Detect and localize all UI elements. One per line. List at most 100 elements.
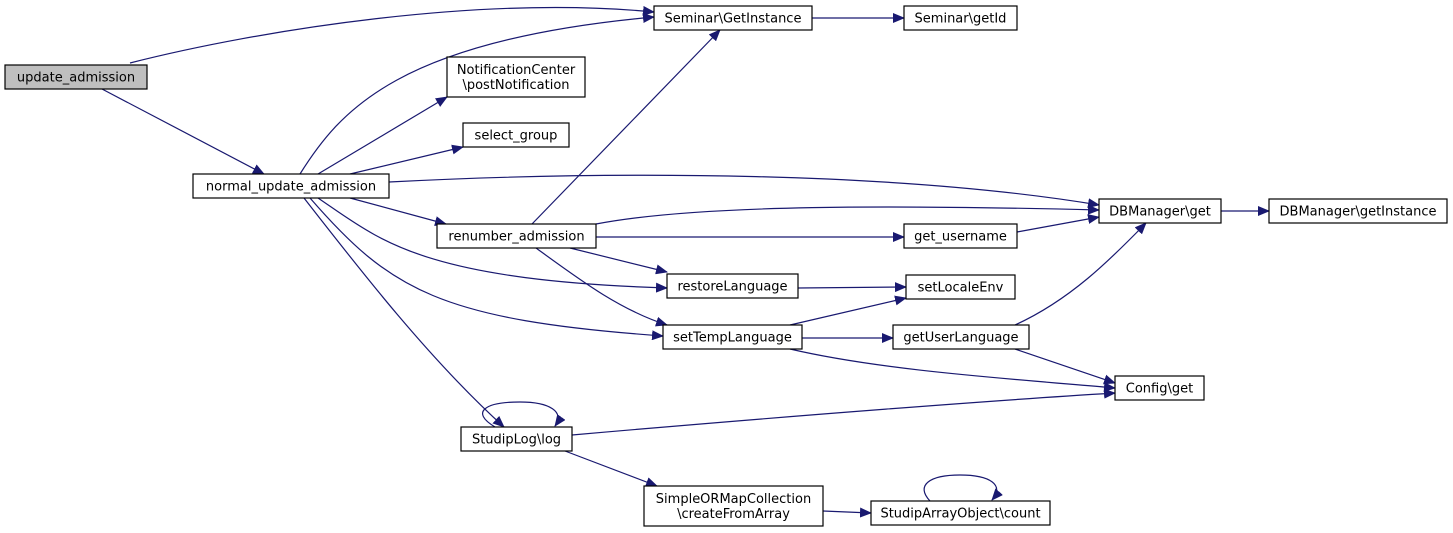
node-label: Config\get xyxy=(1126,382,1193,397)
node-box xyxy=(4,64,148,90)
edge-normal-update-admission-to-renumber-admission xyxy=(349,197,447,226)
edge-arrow xyxy=(797,282,907,293)
node-label: \postNotification xyxy=(462,78,569,93)
node-box xyxy=(436,223,597,249)
node-box xyxy=(870,500,1051,526)
node-label: get_username xyxy=(914,230,1007,245)
node-box xyxy=(446,56,586,98)
edges xyxy=(101,5,1270,518)
edge-renumber-admission-to-dbmanager-get xyxy=(595,204,1100,225)
node-update-admission[interactable]: update_admission xyxy=(4,64,148,90)
edge-get-user-language-to-config-get xyxy=(1014,348,1116,385)
node-renumber-admission[interactable]: renumber_admission xyxy=(436,223,597,249)
node-box xyxy=(643,485,824,527)
node-box xyxy=(903,223,1018,249)
node-label: DBManager\get xyxy=(1109,205,1211,220)
node-box xyxy=(460,426,573,452)
edge-arrow xyxy=(1014,348,1116,385)
edge-arrow xyxy=(101,88,265,175)
node-box xyxy=(1268,198,1448,224)
node-studiparray-count[interactable]: StudipArrayObject\count xyxy=(870,500,1051,526)
node-get-username[interactable]: get_username xyxy=(903,223,1018,249)
edge-normal-update-admission-to-seminar-getinstance xyxy=(299,13,655,175)
node-box xyxy=(462,122,570,148)
node-seminar-getinstance[interactable]: Seminar\GetInstance xyxy=(653,5,813,31)
nodes: update_admissionnormal_update_admissionS… xyxy=(4,5,1448,527)
edge-arrow xyxy=(822,507,872,518)
node-label: setLocaleEnv xyxy=(918,281,1004,296)
edge-arrow xyxy=(388,174,1100,209)
edge-arrow xyxy=(299,13,655,175)
node-box xyxy=(903,5,1018,31)
edge-arrow xyxy=(129,5,655,64)
node-config-get[interactable]: Config\get xyxy=(1114,375,1205,401)
node-label: DBManager\getInstance xyxy=(1280,205,1437,220)
edge-arrow xyxy=(535,247,668,327)
edge-arrow xyxy=(569,247,668,275)
node-box xyxy=(1098,198,1222,224)
node-label: Seminar\getId xyxy=(915,12,1007,27)
node-set-locale-env[interactable]: setLocaleEnv xyxy=(905,274,1016,300)
edge-normal-update-admission-to-dbmanager-get xyxy=(388,174,1100,209)
edge-set-temp-language-to-config-get xyxy=(789,348,1116,393)
edge-studiparray-count-to-studiparray-count xyxy=(923,474,1003,502)
edge-studiplog-log-to-config-get xyxy=(571,388,1116,436)
edge-arrow xyxy=(349,197,447,226)
node-notification-post[interactable]: NotificationCenter\postNotification xyxy=(446,56,586,98)
edge-arrow xyxy=(789,348,1116,393)
edge-arrow xyxy=(571,388,1116,436)
node-box xyxy=(662,324,803,350)
node-box xyxy=(653,5,813,31)
edge-arrow xyxy=(1014,222,1147,326)
node-simpleormap-create[interactable]: SimpleORMapCollection\createFromArray xyxy=(643,485,824,527)
node-box xyxy=(1114,375,1205,401)
node-get-user-language[interactable]: getUserLanguage xyxy=(892,324,1030,350)
edge-arrow xyxy=(789,295,907,326)
edge-studiplog-log-to-simpleormap-create xyxy=(564,450,658,487)
node-label: update_admission xyxy=(17,71,135,86)
node-label: restoreLanguage xyxy=(677,280,787,295)
edge-renumber-admission-to-restore-language xyxy=(569,247,668,275)
node-dbmanager-getinstance[interactable]: DBManager\getInstance xyxy=(1268,198,1448,224)
node-box xyxy=(666,273,799,299)
node-restore-language[interactable]: restoreLanguage xyxy=(666,273,799,299)
node-label: SimpleORMapCollection xyxy=(656,492,811,507)
node-box xyxy=(892,324,1030,350)
edge-update-admission-to-seminar-getinstance xyxy=(129,5,655,64)
node-label: \createFromArray xyxy=(677,507,790,522)
node-label: StudipLog\log xyxy=(472,433,561,448)
edge-normal-update-admission-to-set-temp-language xyxy=(309,197,664,341)
node-set-temp-language[interactable]: setTempLanguage xyxy=(662,324,803,350)
edge-normal-update-admission-to-notification-post xyxy=(317,96,448,175)
edge-studiplog-log-to-studiplog-log xyxy=(482,401,566,428)
edge-arrow xyxy=(531,29,721,225)
edge-arrow xyxy=(349,144,464,175)
edge-arrow xyxy=(923,474,1003,502)
edge-arrow xyxy=(303,197,505,428)
edge-arrow xyxy=(317,197,668,293)
node-label: renumber_admission xyxy=(448,230,584,245)
node-select-group[interactable]: select_group xyxy=(462,122,570,148)
edge-arrow xyxy=(564,450,658,487)
node-label: select_group xyxy=(475,129,558,144)
edge-restore-language-to-set-locale-env xyxy=(797,282,907,293)
node-dbmanager-get[interactable]: DBManager\get xyxy=(1098,198,1222,224)
node-label: normal_update_admission xyxy=(206,180,376,195)
node-normal-update-admission[interactable]: normal_update_admission xyxy=(192,173,390,199)
edge-arrow xyxy=(1016,214,1100,233)
node-label: StudipArrayObject\count xyxy=(880,507,1040,522)
node-studiplog-log[interactable]: StudipLog\log xyxy=(460,426,573,452)
edge-update-admission-to-normal-update-admission xyxy=(101,88,265,175)
edge-renumber-admission-to-seminar-getinstance xyxy=(531,29,721,225)
node-label: setTempLanguage xyxy=(673,331,792,346)
node-label: getUserLanguage xyxy=(903,331,1018,346)
edge-normal-update-admission-to-restore-language xyxy=(317,197,668,293)
edge-set-temp-language-to-set-locale-env xyxy=(789,295,907,326)
edge-arrow xyxy=(595,204,1100,225)
edge-get-user-language-to-dbmanager-get xyxy=(1014,222,1147,326)
node-seminar-getid[interactable]: Seminar\getId xyxy=(903,5,1018,31)
edge-get-username-to-dbmanager-get xyxy=(1016,214,1100,233)
edge-renumber-admission-to-set-temp-language xyxy=(535,247,668,327)
edge-arrow xyxy=(309,197,664,341)
